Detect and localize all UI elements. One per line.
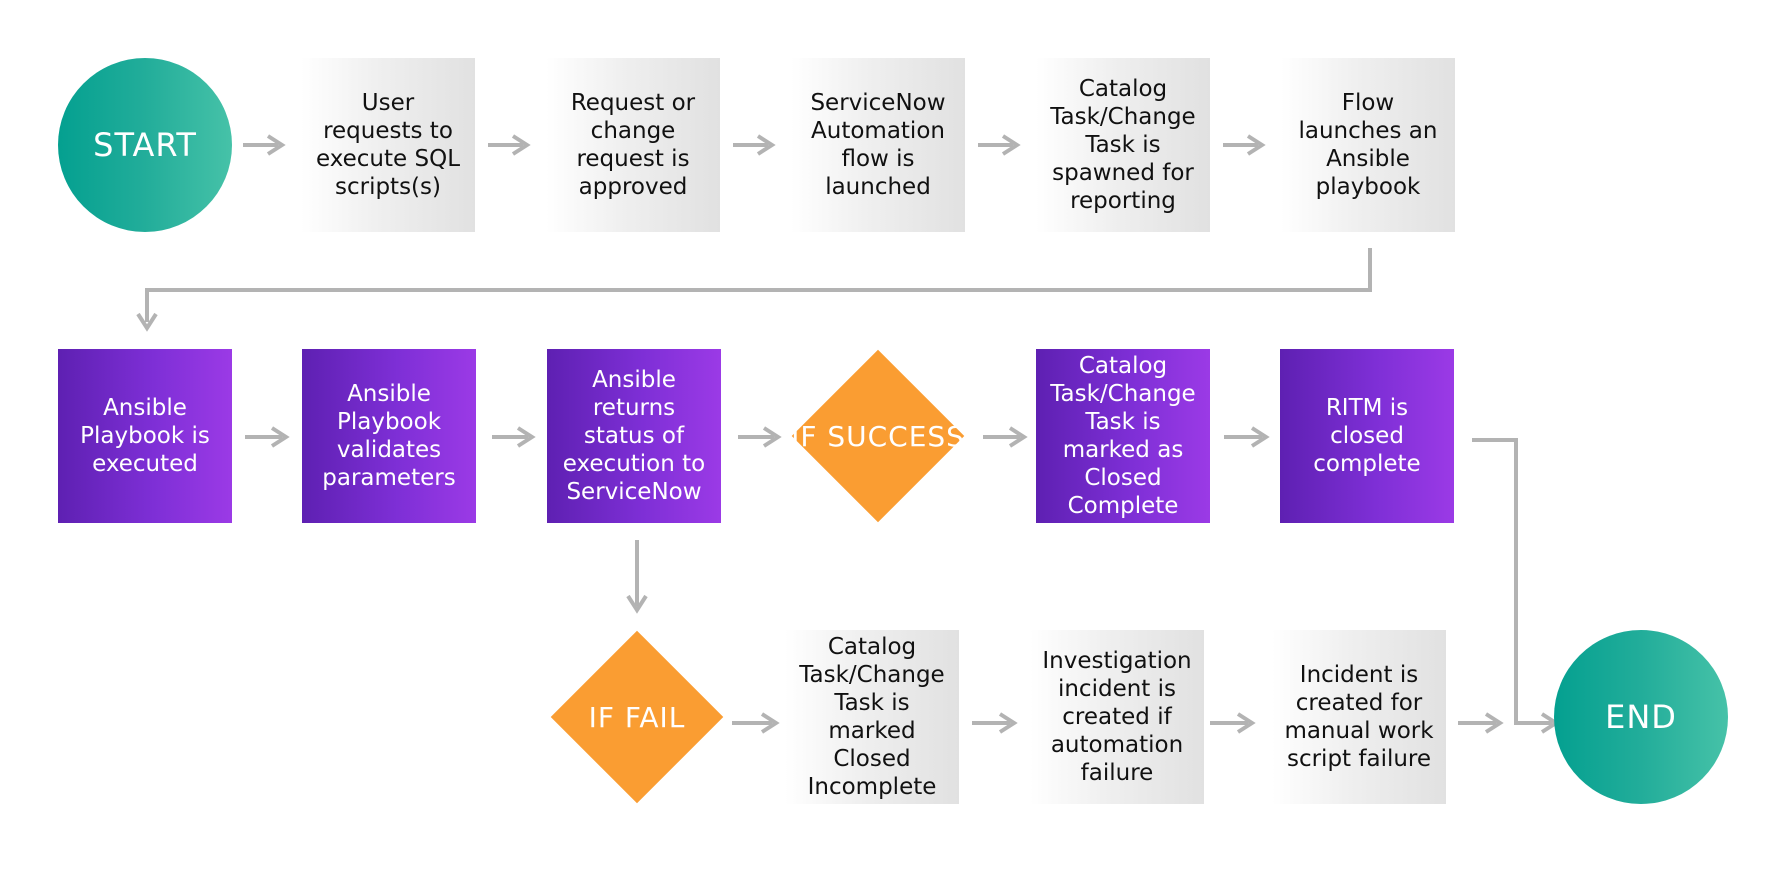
ritm-closed-step: RITM is closed complete <box>1280 349 1454 523</box>
arrow-flow-launched-to-catalog-task <box>978 134 1021 156</box>
arrow-if-success-to-closed-complete <box>983 426 1028 448</box>
arrow-closed-complete-to-ritm <box>1224 426 1270 448</box>
marked-closed-incomplete-text: Catalog Task/Change Task is marked Close… <box>799 634 945 800</box>
end-label: END <box>1605 698 1677 736</box>
if-success-decision: IF SUCCESS <box>791 349 965 523</box>
arrow-investigation-to-incident <box>1210 712 1256 734</box>
arrow-closed-incomplete-to-investigation <box>972 712 1018 734</box>
arrow-user-requests-to-approved <box>488 134 531 156</box>
arrow-ritm-to-end <box>1472 438 1560 734</box>
incident-manual-text: Incident is created for manual work scri… <box>1284 662 1434 772</box>
if-success-label: IF SUCCESS <box>791 419 965 453</box>
incident-manual-step: Incident is created for manual work scri… <box>1272 630 1446 804</box>
arrow-start-to-user-requests <box>243 134 286 156</box>
start-node: START <box>58 58 232 232</box>
request-approved-text: Request or change request is approved <box>570 90 696 200</box>
user-requests-text: User requests to execute SQL scripts(s) <box>315 90 461 200</box>
returns-status-text: Ansible returns status of execution to S… <box>562 367 706 505</box>
flow-launches-playbook-text: Flow launches an Ansible playbook <box>1298 90 1438 200</box>
playbook-executed-step: Ansible Playbook is executed <box>58 349 232 523</box>
flow-launched-text: ServiceNow Automation flow is launched <box>810 90 946 200</box>
flow-launched-step: ServiceNow Automation flow is launched <box>791 58 965 232</box>
investigation-incident-text: Investigation incident is created if aut… <box>1042 648 1192 786</box>
arrow-returns-status-to-if-fail <box>626 540 648 614</box>
if-fail-label: IF FAIL <box>588 700 686 734</box>
marked-closed-complete-step: Catalog Task/Change Task is marked as Cl… <box>1036 349 1210 523</box>
arrow-executed-to-validates <box>245 426 290 448</box>
if-fail-decision: IF FAIL <box>550 630 724 804</box>
playbook-validates-text: Ansible Playbook validates parameters <box>322 381 456 491</box>
arrow-returns-status-to-if-success <box>738 426 782 448</box>
arrow-incident-to-end <box>1458 712 1504 734</box>
catalog-task-spawned-step: Catalog Task/Change Task is spawned for … <box>1036 58 1210 232</box>
arrow-if-fail-to-closed-incomplete <box>732 712 780 734</box>
returns-status-step: Ansible returns status of execution to S… <box>547 349 721 523</box>
playbook-validates-step: Ansible Playbook validates parameters <box>302 349 476 523</box>
catalog-task-spawned-text: Catalog Task/Change Task is spawned for … <box>1050 76 1196 214</box>
flow-launches-playbook-step: Flow launches an Ansible playbook <box>1281 58 1455 232</box>
arrow-approved-to-flow-launched <box>733 134 776 156</box>
arrow-catalog-task-to-launches-playbook <box>1223 134 1266 156</box>
playbook-executed-text: Ansible Playbook is executed <box>80 395 210 477</box>
marked-closed-complete-text: Catalog Task/Change Task is marked as Cl… <box>1050 353 1196 519</box>
user-requests-step: User requests to execute SQL scripts(s) <box>301 58 475 232</box>
marked-closed-incomplete-step: Catalog Task/Change Task is marked Close… <box>785 630 959 804</box>
request-approved-step: Request or change request is approved <box>546 58 720 232</box>
end-node: END <box>1554 630 1728 804</box>
arrow-row1-to-row2 <box>136 248 1372 332</box>
investigation-incident-step: Investigation incident is created if aut… <box>1030 630 1204 804</box>
start-label: START <box>93 126 197 164</box>
arrow-validates-to-returns-status <box>492 426 536 448</box>
ritm-closed-text: RITM is closed complete <box>1313 395 1421 477</box>
